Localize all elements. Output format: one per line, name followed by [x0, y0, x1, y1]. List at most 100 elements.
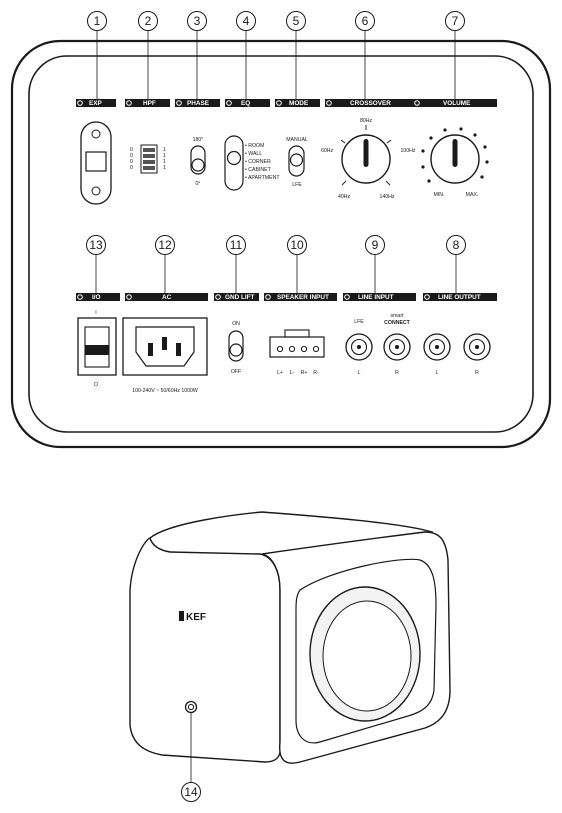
svg-text:1: 1 [94, 14, 101, 28]
svg-text:• CABINET: • CABINET [245, 167, 272, 173]
label-crossover: CROSSOVER [350, 100, 391, 107]
svg-text:14: 14 [184, 785, 198, 799]
svg-text:140Hz: 140Hz [380, 194, 395, 200]
svg-text:3: 3 [194, 14, 201, 28]
svg-text:0: 0 [130, 147, 133, 153]
phase-switch[interactable]: 180° 0° [190, 137, 206, 187]
svg-text:8: 8 [453, 238, 460, 252]
panel-inner-border [28, 55, 534, 433]
svg-text:LFE: LFE [292, 182, 302, 188]
callout-6: 6 [355, 11, 375, 31]
svg-text:• CORNER: • CORNER [245, 159, 271, 165]
hpf-dip-switch[interactable]: 0 0 0 0 1 1 1 1 [130, 144, 166, 174]
svg-text:L: L [358, 370, 361, 376]
svg-text:4: 4 [243, 14, 250, 28]
svg-text:0: 0 [130, 165, 133, 171]
svg-text:13: 13 [89, 238, 103, 252]
svg-text:60Hz: 60Hz [321, 148, 334, 154]
svg-text:80Hz: 80Hz [360, 118, 373, 124]
svg-text:1: 1 [163, 153, 166, 159]
label-io: I/O [92, 294, 101, 301]
svg-text:OFF: OFF [231, 369, 241, 375]
callout-11: 11 [226, 235, 246, 255]
rear-port [184, 700, 198, 714]
svg-text:R-: R- [313, 370, 319, 376]
svg-text:6: 6 [362, 14, 369, 28]
line-input-jacks[interactable]: LFE smart CONNECT L R [345, 313, 411, 376]
callout-7: 7 [445, 11, 465, 31]
svg-text:40Hz: 40Hz [338, 194, 351, 200]
kef-logo: KEF [186, 612, 206, 623]
bottom-label-bar: I/O AC GND LIFT SPEAKER INPUT LINE INPUT… [76, 293, 497, 301]
svg-text:• WALL: • WALL [245, 151, 262, 157]
svg-text:0°: 0° [196, 181, 201, 187]
svg-text:0: 0 [130, 159, 133, 165]
svg-text:MAX.: MAX. [466, 192, 479, 198]
svg-text:0: 0 [130, 153, 133, 159]
svg-text:MANUAL: MANUAL [286, 137, 308, 143]
label-gnd-lift: GND LIFT [225, 294, 255, 301]
speaker-input-terminal[interactable]: L+ L- R+ R- [269, 329, 325, 376]
svg-text:2: 2 [145, 14, 152, 28]
callout-4: 4 [236, 11, 256, 31]
smart-connect-brand-top: smart [391, 313, 405, 319]
svg-text:L: L [436, 370, 439, 376]
callout-2: 2 [138, 11, 158, 31]
callouts-bottom: 13 12 11 10 9 8 [86, 235, 466, 293]
ac-inlet[interactable]: 100-240V ~ 50/60Hz 1000W [122, 317, 208, 394]
svg-text:• APARTMENT: • APARTMENT [245, 175, 280, 181]
panel-outer-border [10, 39, 552, 449]
callouts-top: 1 2 3 4 5 6 7 [87, 11, 465, 99]
mode-switch[interactable]: MANUAL LFE [286, 137, 308, 188]
crossover-knob[interactable]: 80Hz 60Hz 100Hz 40Hz 140Hz [321, 118, 416, 200]
callout-3: 3 [187, 11, 207, 31]
line-output-jacks[interactable]: L R [423, 333, 491, 376]
svg-text:100Hz: 100Hz [401, 148, 416, 154]
eq-switch[interactable]: • ROOM • WALL • CORNER • CABINET • APART… [224, 135, 280, 191]
svg-text:R: R [395, 370, 399, 376]
svg-text:LFE: LFE [354, 319, 364, 325]
label-exp: EXP [89, 100, 103, 107]
top-label-bar: EXP HPF PHASE EQ MODE CROSSOVER VOLUME [76, 99, 497, 107]
svg-text:O: O [94, 382, 98, 388]
svg-text:7: 7 [452, 14, 459, 28]
svg-text:12: 12 [158, 238, 172, 252]
svg-text:MIN.: MIN. [434, 192, 445, 198]
volume-knob[interactable]: MIN. MAX. [421, 127, 489, 198]
power-switch[interactable]: I O [77, 310, 117, 388]
label-volume: VOLUME [443, 100, 471, 107]
callout-9: 9 [365, 235, 385, 255]
label-mode: MODE [289, 100, 309, 107]
gnd-lift-switch[interactable]: ON OFF [228, 321, 244, 375]
svg-text:1: 1 [163, 159, 166, 165]
svg-text:9: 9 [372, 238, 379, 252]
svg-text:• ROOM: • ROOM [245, 143, 264, 149]
svg-text:11: 11 [230, 238, 243, 252]
label-ac: AC [162, 294, 172, 301]
label-eq: EQ [241, 100, 250, 107]
callout-5: 5 [286, 11, 306, 31]
svg-text:5: 5 [293, 14, 300, 28]
svg-text:180°: 180° [193, 137, 204, 143]
svg-text:ON: ON [232, 321, 240, 327]
label-hpf: HPF [143, 100, 156, 107]
kef-logo-mark [179, 611, 184, 621]
svg-text:1: 1 [163, 147, 166, 153]
svg-text:1: 1 [163, 165, 166, 171]
callout-14: 14 [181, 782, 201, 802]
label-line-output: LINE OUTPUT [438, 294, 481, 301]
svg-text:100-240V ~ 50/60Hz 1000W: 100-240V ~ 50/60Hz 1000W [132, 388, 198, 394]
svg-text:I: I [95, 310, 96, 316]
callout-1: 1 [87, 11, 107, 31]
svg-text:L-: L- [290, 370, 295, 376]
svg-text:10: 10 [290, 238, 304, 252]
smart-connect-brand-bottom: CONNECT [384, 320, 410, 326]
callout-8: 8 [446, 235, 466, 255]
label-phase: PHASE [187, 100, 210, 107]
exp-port [80, 121, 112, 205]
callout-10: 10 [287, 235, 307, 255]
svg-text:R: R [475, 370, 479, 376]
callout-13: 13 [86, 235, 106, 255]
svg-text:L+: L+ [277, 370, 283, 376]
